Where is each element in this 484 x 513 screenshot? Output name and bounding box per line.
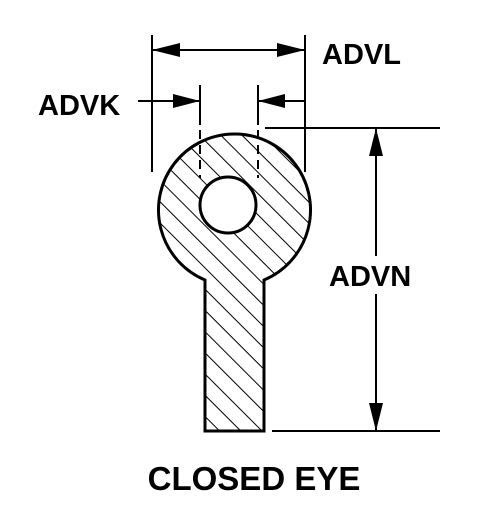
advk-label: ADVK <box>38 90 120 122</box>
eye-body <box>157 132 312 433</box>
diagram-caption: CLOSED EYE <box>148 460 361 497</box>
advl-arrow-right <box>277 43 305 57</box>
advn-arrow-bottom <box>369 403 383 431</box>
advk-arrow-right <box>258 94 285 108</box>
eye-part <box>157 130 312 433</box>
advl-dimension: ADVL <box>151 35 401 172</box>
advk-arrow-left <box>173 94 200 108</box>
advn-dimension: ADVN <box>265 127 440 432</box>
advn-label: ADVN <box>329 261 411 293</box>
advl-label: ADVL <box>322 39 401 71</box>
advk-dimension: ADVK <box>38 85 305 125</box>
advn-arrow-top <box>369 128 383 156</box>
advl-arrow-left <box>152 43 180 57</box>
eye-hole <box>198 175 258 235</box>
